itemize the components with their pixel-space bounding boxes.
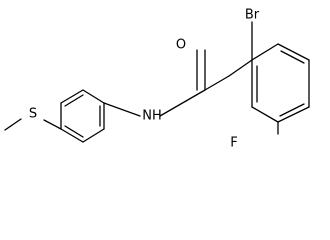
canvas-background [0,0,330,155]
bond-sulfur-aryl [43,119,62,130]
bond-left-ring-double-3 [64,125,84,138]
bond-right-ring-6 [251,106,279,123]
bond-left-ring-2 [60,89,84,104]
atom-label-bromine: Br [245,8,260,23]
bond-right-ring-double-2 [280,50,305,64]
atom-label-nh: NH [142,109,162,124]
atom-label-sulfur: S [29,107,37,122]
bond-right-ring-5 [277,106,310,123]
bond-left-ring-6 [60,128,84,143]
bond-right-ring-2 [251,43,279,61]
bond-right-ring-double-3 [279,103,305,117]
bond-nitrogen-carbonyl [159,89,206,117]
bond-left-ring-double-1 [64,94,84,107]
bond-methyl-sulfur [4,118,22,131]
bond-right-ring-1 [228,59,253,77]
atom-label-oxygen: O [176,38,186,53]
atom-label-fluorine: F [230,136,237,151]
bond-right-ring-3 [277,43,310,61]
bond-carbonyl-right-ring [204,75,230,91]
bond-left-ring-5 [82,128,105,143]
chemical-structure-diagram: Br O NH S F [0,0,330,155]
bond-aryl-nitrogen [103,102,141,117]
bonds [4,21,310,143]
atom-labels: Br O NH S F [29,8,260,151]
bond-left-ring-3 [82,89,105,104]
